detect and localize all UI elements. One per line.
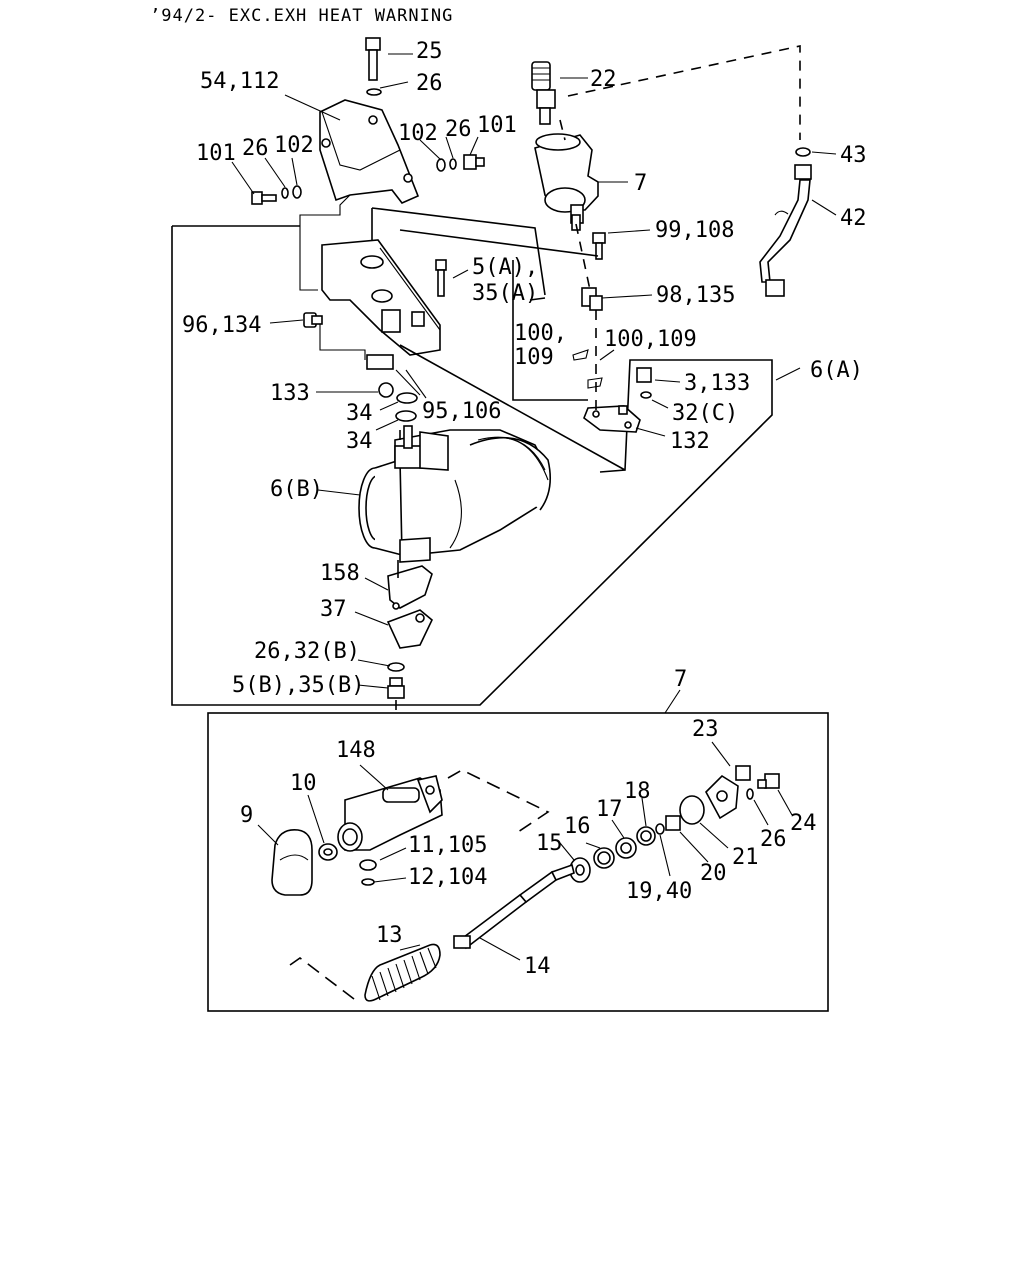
seal-10 [318,843,338,861]
air-chamber-7 [534,133,599,231]
label-17: 17 [596,797,623,822]
label-95-106: 95,106 [422,399,501,424]
label-7-box: 7 [674,667,687,692]
cover-plate [299,99,420,291]
label-100-109: 100,109 [604,327,697,352]
spring-13 [364,943,441,1002]
label-34a: 34 [346,401,373,426]
callout-labels: 25 26 54,112 22 43 7 42 101 26 102 102 2… [182,39,867,979]
bolt-25 [365,37,382,96]
label-35a: 35(A) [472,281,538,306]
label-98-135: 98,135 [656,283,735,308]
label-101-right: 101 [477,113,517,138]
label-34b: 34 [346,429,373,454]
label-100: 100, [514,321,567,346]
label-12-104: 12,104 [408,865,487,890]
label-13: 13 [376,923,403,948]
assembly-boundary [171,225,773,706]
label-18: 18 [624,779,651,804]
label-14: 14 [524,954,551,979]
label-102-left: 102 [274,133,314,158]
label-9: 9 [240,803,253,828]
label-133: 133 [270,381,310,406]
label-26-left: 26 [242,136,269,161]
bolt-101-right [436,154,485,172]
boot-9 [271,828,313,896]
label-16: 16 [564,814,591,839]
part-7-detail-box [207,712,829,1012]
washer-12-104 [361,878,375,886]
label-26-box: 26 [760,827,787,852]
label-102-right: 102 [398,121,438,146]
bolt-5a [435,259,447,297]
label-15: 15 [536,831,563,856]
bracket-group-boundary [371,207,546,301]
label-96-134: 96,134 [182,313,261,338]
label-23: 23 [692,717,719,742]
label-32c: 32(C) [672,401,738,426]
label-54-112: 54,112 [200,69,279,94]
rod-14 [453,863,575,950]
label-25: 25 [416,39,443,64]
label-26-top: 26 [416,71,443,96]
bolt-101-left [251,185,302,205]
ring-17 [615,837,637,859]
pin-100-109 [572,349,603,389]
air-pipe-42 [759,164,812,297]
nut-20 [665,815,681,831]
label-42: 42 [840,206,867,231]
label-11-105: 11,105 [408,833,487,858]
seal-16 [593,847,615,869]
nut-11-105 [359,859,377,871]
label-148: 148 [336,738,376,763]
label-99-108: 99,108 [655,218,734,243]
o-ring-21 [679,795,705,825]
cylinder-housing-148 [337,775,443,852]
bolt-99-108 [592,232,606,260]
lower-leader-lines [257,741,793,1003]
bolt-24-washer-26 [746,773,780,800]
label-158: 158 [320,561,360,586]
upper-leader-lines [231,45,837,710]
label-101-left: 101 [196,141,236,166]
washer-26-32b [387,662,405,672]
label-37: 37 [320,597,347,622]
clevis-98-135 [581,287,603,311]
label-132: 132 [670,429,710,454]
diagram-header: ’94/2- EXC.EXH HEAT WARNING [150,6,453,26]
label-6b: 6(B) [270,477,323,502]
label-5b-35b: 5(B),35(B) [232,673,364,698]
label-7-upper: 7 [634,171,647,196]
label-21: 21 [732,845,759,870]
label-19-40: 19,40 [626,879,692,904]
label-26-right: 26 [445,117,472,142]
label-43: 43 [840,143,867,168]
lever-132 [583,405,641,433]
label-24: 24 [790,811,817,836]
nut-19-40 [655,823,665,835]
bolt-5b-35b [387,677,405,699]
exhaust-valve-body [358,425,551,563]
label-109: 109 [514,345,554,370]
label-6a: 6(A) [810,358,863,383]
label-20: 20 [700,861,727,886]
cap-23 [705,765,751,820]
nut-3-133 [636,367,652,399]
nut-133-washers-34 [366,354,421,422]
piston-15 [569,857,591,883]
bracket-plate [319,239,441,360]
air-fitting-22 [531,61,556,125]
label-5a: 5(A), [472,255,538,280]
ring-18 [636,826,656,846]
label-10: 10 [290,771,317,796]
label-26-32b: 26,32(B) [254,639,360,664]
o-ring-43 [795,147,811,157]
gasket-158 [387,565,433,610]
bolt-96-134 [303,312,323,328]
gasket-37 [386,609,433,649]
part-7-pointer [664,689,681,714]
label-3-133: 3,133 [684,371,750,396]
label-22: 22 [590,67,617,92]
